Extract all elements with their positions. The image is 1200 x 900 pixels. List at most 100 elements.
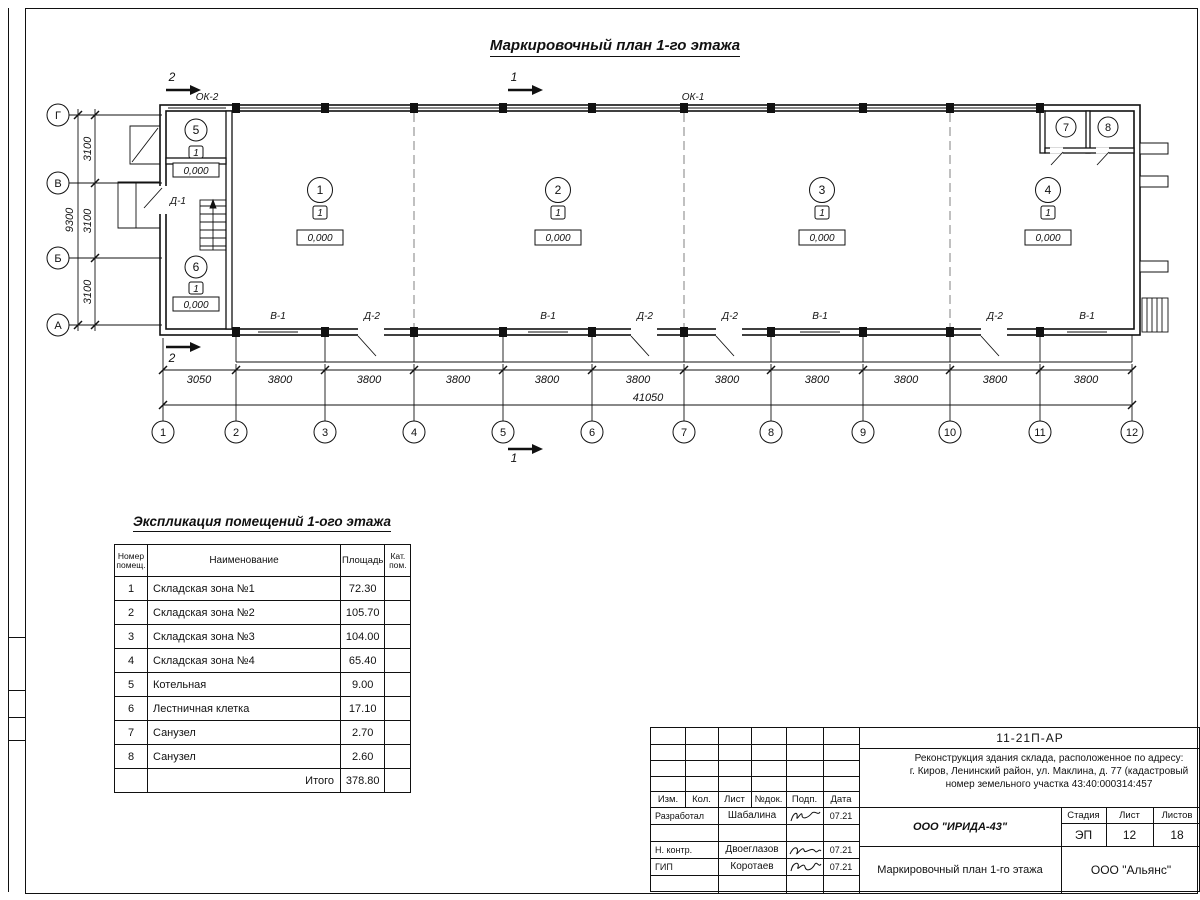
axis-label: 6: [589, 427, 595, 439]
dim-label: 3050: [187, 374, 212, 386]
axis-row-markers: Г В Б А: [46, 103, 162, 337]
stamp-date: 07.21: [829, 861, 853, 872]
stage-value: ЭП: [1074, 827, 1093, 842]
dim-label: 3800: [894, 374, 919, 386]
room-level: 0,000: [183, 166, 208, 177]
axis-label: 7: [681, 427, 687, 439]
axis-label: 5: [500, 427, 506, 439]
stamp-name: Шабалина: [727, 810, 777, 821]
entrance-porches: [117, 125, 160, 229]
room-marker: 4 1 0,000: [1024, 177, 1072, 246]
section-mark: 2: [166, 70, 201, 95]
room-level: 0,000: [1035, 233, 1060, 244]
axis-label: 10: [944, 427, 956, 439]
staircase: [199, 198, 227, 251]
margin-tick: [8, 637, 25, 638]
room-marker: 6 1 0,000: [172, 255, 220, 312]
axis-col-markers: 1 2 3 4 5 6 7 8 9 10 11 12: [151, 338, 1144, 444]
room-level: 0,000: [307, 233, 332, 244]
drawing-frame: [25, 8, 1198, 894]
signature: [786, 858, 823, 875]
opening-label: Д-2: [636, 311, 653, 322]
room-number: 5: [193, 123, 200, 137]
room-category: 1: [193, 284, 199, 295]
door-opening-gaps: [159, 147, 1109, 337]
sheets-total: 18: [1170, 827, 1184, 842]
signature-scribble: [790, 811, 820, 821]
room-marker: 8: [1097, 116, 1119, 138]
door-mark-label: Д-1: [169, 196, 186, 207]
dim-total-label: 9300: [64, 207, 76, 232]
stamp-name: Коротаев: [730, 861, 774, 872]
room-number: 7: [1063, 122, 1069, 134]
sheets-label: Листов: [1161, 809, 1193, 821]
dimension-lines: [73, 109, 1137, 410]
dim-label: 3800: [626, 374, 651, 386]
room-marker: 7: [1055, 116, 1077, 138]
interior-walls: [165, 110, 1135, 330]
stamp-header-podp: Подп.: [791, 793, 818, 805]
org-name: ООО "ИРИДА-43": [912, 820, 1008, 833]
door-swings: [143, 151, 1110, 357]
axis-label: 3: [322, 427, 328, 439]
stamp-header-izm: Изм.: [657, 793, 679, 805]
exterior-stair: [1141, 297, 1169, 333]
section-number: 1: [511, 70, 518, 84]
window-mark-label: ОК-2: [196, 92, 219, 103]
explication-title: Экспликация помещений 1-ого этажа: [114, 513, 410, 532]
project-line: номер земельного участка 43:40:000314:45…: [945, 779, 1153, 790]
opening-label: В-1: [270, 311, 286, 322]
opening-label: В-1: [812, 311, 828, 322]
right-wall-tabs: [1139, 142, 1169, 273]
room-category: 1: [1045, 208, 1051, 219]
axis-label: Г: [55, 110, 61, 122]
room-marker: 2 1 0,000: [534, 177, 582, 246]
stamp-date: 07.21: [829, 810, 853, 821]
dim-total-label: 41050: [633, 392, 664, 404]
section-mark: 1: [508, 444, 543, 465]
axis-label: 12: [1126, 427, 1138, 439]
dim-label: 3800: [357, 374, 382, 386]
sheet-label: Лист: [1119, 809, 1140, 821]
room-number: 6: [193, 260, 200, 274]
opening-label: Д-2: [986, 311, 1003, 322]
axis-label: Б: [54, 253, 61, 265]
dim-label: 3800: [983, 374, 1008, 386]
opening-label: Д-2: [721, 311, 738, 322]
axis-label: 4: [411, 427, 417, 439]
dim-label: 3800: [268, 374, 293, 386]
axis-label: 8: [768, 427, 774, 439]
axis-label: В: [54, 178, 61, 190]
room-marker: 1 1 0,000: [296, 177, 344, 246]
stamp-role: ГИП: [655, 861, 673, 872]
project-line: г. Киров, Ленинский район, ул. Маклина, …: [909, 766, 1189, 777]
room-level: 0,000: [809, 233, 834, 244]
stamp-role: Н. контр.: [655, 844, 693, 855]
stamp-header-list: Лист: [724, 793, 745, 805]
wall-piers: [232, 103, 1044, 337]
dim-label: 3800: [715, 374, 740, 386]
room-number: 3: [819, 183, 826, 197]
margin-tick: [8, 717, 25, 718]
window-lines: [168, 107, 1107, 333]
exterior-walls: [159, 104, 1141, 336]
sheet-edge-line: [8, 8, 9, 892]
stamp-header-kol: Кол.: [692, 793, 711, 805]
section-mark: 1: [508, 70, 543, 95]
axis-label: 11: [1034, 427, 1045, 439]
room-category: 1: [317, 208, 323, 219]
dim-label: 3800: [1074, 374, 1099, 386]
stamp-date: 07.21: [829, 844, 853, 855]
zone-partitions: [413, 113, 951, 327]
margin-tick: [8, 690, 25, 691]
signature: [786, 807, 823, 824]
stamp-drawing-title: Маркировочный план 1-го этажа: [877, 863, 1043, 876]
floor-plan: Г В Б А 1 2 3 4 5 6 7 8 9 10 11 12: [46, 70, 1169, 465]
